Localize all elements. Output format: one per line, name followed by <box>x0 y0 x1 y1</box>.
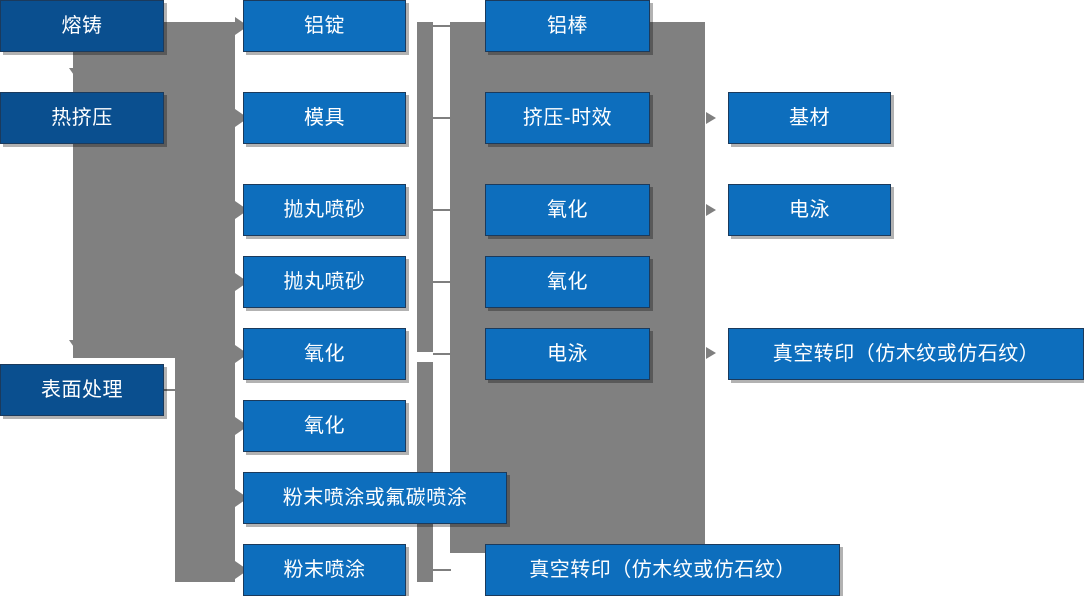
stage-box-melting[interactable]: 熔铸 <box>0 0 164 52</box>
process-label-mold: 模具 <box>304 107 345 129</box>
process-label-ingot: 铝锭 <box>304 15 345 37</box>
output-label-substrate: 基材 <box>789 107 830 129</box>
treatment-label-oxidation-2: 氧化 <box>547 271 588 293</box>
stage-box-surface[interactable]: 表面处理 <box>0 364 164 416</box>
treatment-label-extrude-aging: 挤压-时效 <box>522 107 613 129</box>
arrow-trunk-to-surface <box>69 340 87 353</box>
process-label-powder: 粉末喷涂 <box>283 559 366 581</box>
treatment-box-oxidation-1[interactable]: 氧化 <box>485 184 650 236</box>
process-box-oxidation-2[interactable]: 氧化 <box>243 400 406 452</box>
arrow-panel-to-substrate <box>706 112 716 124</box>
left-trunk-lower <box>175 358 235 582</box>
output-label-vacuum-transfer: 真空转印（仿木纹或仿石纹） <box>772 343 1040 365</box>
stage-label-surface: 表面处理 <box>41 379 123 401</box>
mid-tick-3 <box>433 209 451 211</box>
treatment-box-bar[interactable]: 铝棒 <box>485 0 650 52</box>
mid-tick-2 <box>433 117 451 119</box>
process-box-mold[interactable]: 模具 <box>243 92 406 144</box>
stage-box-extrusion[interactable]: 热挤压 <box>0 92 164 144</box>
process-label-powder-fluorocarbon: 粉末喷涂或氟碳喷涂 <box>282 487 468 509</box>
mid-tick-6 <box>433 569 451 571</box>
arrow-panel-to-vacuum <box>706 347 716 359</box>
output-box-substrate[interactable]: 基材 <box>728 92 891 144</box>
output-label-electrophoresis: 电泳 <box>789 199 830 221</box>
treatment-label-bar: 铝棒 <box>547 15 588 37</box>
mid-tick-1 <box>433 25 451 27</box>
process-box-oxidation-1[interactable]: 氧化 <box>243 328 406 380</box>
mid-tick-4 <box>433 281 451 283</box>
arrow-panel-to-electro <box>706 204 716 216</box>
mid-tick-5 <box>433 353 451 355</box>
arrow-melting-to-extrusion <box>69 68 87 81</box>
process-label-oxidation-2: 氧化 <box>304 415 345 437</box>
process-box-ingot[interactable]: 铝锭 <box>243 0 406 52</box>
process-label-shotblast-1: 抛丸喷砂 <box>283 199 366 221</box>
left-trunk-upper <box>73 22 235 358</box>
process-label-oxidation-1: 氧化 <box>304 343 345 365</box>
process-box-shotblast-2[interactable]: 抛丸喷砂 <box>243 256 406 308</box>
output-box-electrophoresis[interactable]: 电泳 <box>728 184 891 236</box>
output-box-vacuum-transfer[interactable]: 真空转印（仿木纹或仿石纹） <box>728 328 1084 380</box>
stage-label-melting: 熔铸 <box>61 15 103 37</box>
treatment-box-electrophoresis[interactable]: 电泳 <box>485 328 650 380</box>
connector-surface-to-trunk <box>164 389 178 391</box>
treatment-box-extrude-aging[interactable]: 挤压-时效 <box>485 92 650 144</box>
process-box-powder[interactable]: 粉末喷涂 <box>243 544 406 596</box>
treatment-label-oxidation-1: 氧化 <box>547 199 588 221</box>
treatment-label-electrophoresis: 电泳 <box>547 343 588 365</box>
process-label-shotblast-2: 抛丸喷砂 <box>283 271 366 293</box>
process-box-powder-fluorocarbon[interactable]: 粉末喷涂或氟碳喷涂 <box>243 472 507 524</box>
process-box-shotblast-1[interactable]: 抛丸喷砂 <box>243 184 406 236</box>
treatment-label-vacuum-transfer: 真空转印（仿木纹或仿石纹） <box>529 559 796 581</box>
mid-rail-upper <box>417 22 433 352</box>
treatment-box-oxidation-2[interactable]: 氧化 <box>485 256 650 308</box>
stage-label-extrusion: 热挤压 <box>51 107 113 129</box>
treatment-box-vacuum-transfer[interactable]: 真空转印（仿木纹或仿石纹） <box>485 544 840 596</box>
